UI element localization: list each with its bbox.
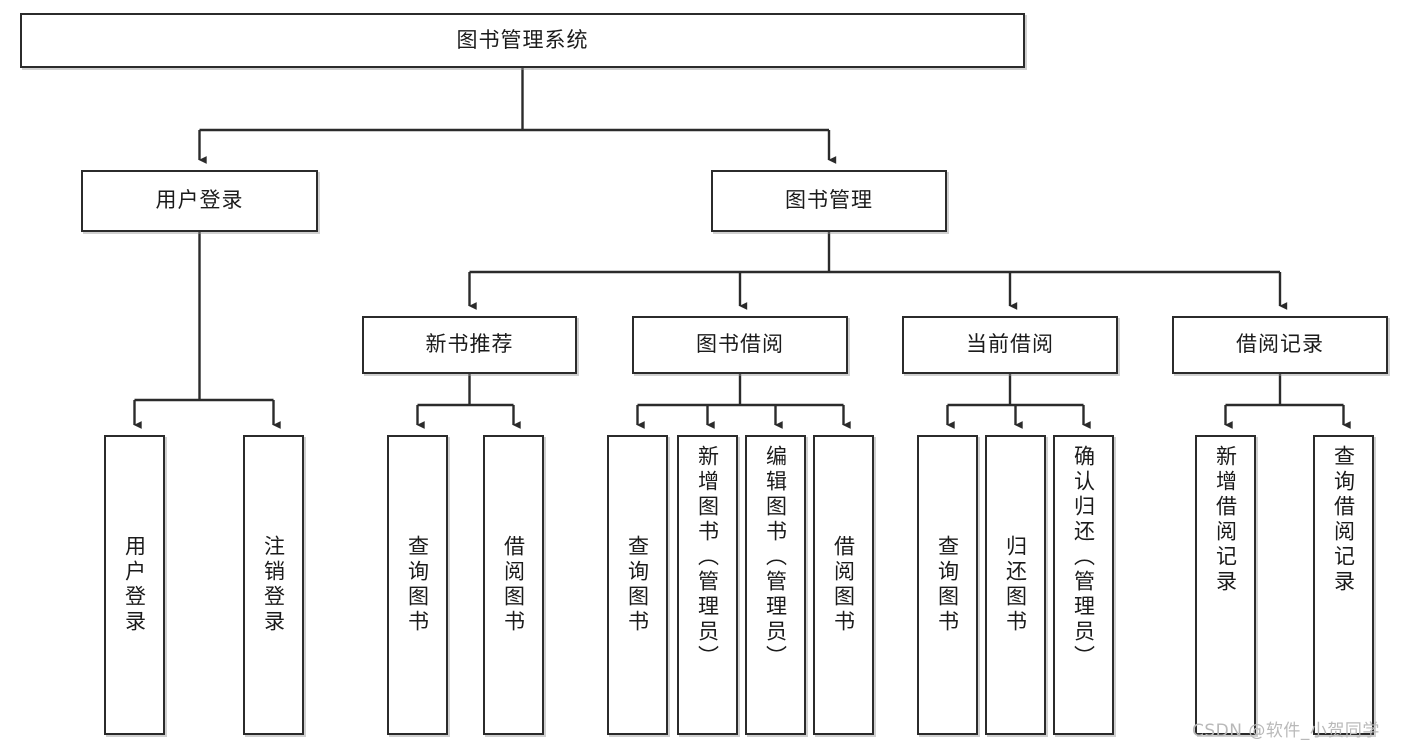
leaf-node-6-label: 编辑图书（管理员） bbox=[763, 445, 788, 670]
level3-node-2[interactable]: 当前借阅 bbox=[902, 316, 1118, 374]
leaf-node-1[interactable]: 注销登录 bbox=[243, 435, 304, 735]
root-node-图书管理系统-label: 图书管理系统 bbox=[456, 27, 589, 52]
leaf-node-9-label: 归还图书 bbox=[1003, 535, 1028, 635]
leaf-node-5-label: 新增图书（管理员） bbox=[695, 445, 720, 670]
level2-node-1[interactable]: 图书管理 bbox=[711, 170, 947, 232]
csdn-watermark: CSDN @软件_小贺同学 bbox=[1192, 721, 1380, 741]
level3-node-0-label: 新书推荐 bbox=[425, 332, 514, 357]
leaf-node-9[interactable]: 归还图书 bbox=[985, 435, 1046, 735]
leaf-node-0[interactable]: 用户登录 bbox=[104, 435, 165, 735]
leaf-node-8[interactable]: 查询图书 bbox=[917, 435, 978, 735]
root-node-图书管理系统[interactable]: 图书管理系统 bbox=[20, 13, 1025, 68]
leaf-node-0-label: 用户登录 bbox=[122, 535, 147, 635]
level3-node-1[interactable]: 图书借阅 bbox=[632, 316, 848, 374]
leaf-node-11-label: 新增借阅记录 bbox=[1213, 445, 1238, 595]
leaf-node-12[interactable]: 查询借阅记录 bbox=[1313, 435, 1374, 735]
level3-node-3[interactable]: 借阅记录 bbox=[1172, 316, 1388, 374]
leaf-node-3[interactable]: 借阅图书 bbox=[483, 435, 544, 735]
leaf-node-2-label: 查询图书 bbox=[405, 535, 430, 635]
leaf-node-10-label: 确认归还（管理员） bbox=[1071, 445, 1096, 670]
leaf-node-7[interactable]: 借阅图书 bbox=[813, 435, 874, 735]
leaf-node-1-label: 注销登录 bbox=[261, 535, 286, 635]
leaf-node-5[interactable]: 新增图书（管理员） bbox=[677, 435, 738, 735]
leaf-node-6[interactable]: 编辑图书（管理员） bbox=[745, 435, 806, 735]
level3-node-3-label: 借阅记录 bbox=[1236, 332, 1324, 357]
leaf-node-2[interactable]: 查询图书 bbox=[387, 435, 448, 735]
leaf-node-4[interactable]: 查询图书 bbox=[607, 435, 668, 735]
level2-node-0-label: 用户登录 bbox=[155, 188, 244, 213]
leaf-node-8-label: 查询图书 bbox=[935, 535, 960, 635]
level3-node-0[interactable]: 新书推荐 bbox=[362, 316, 577, 374]
leaf-node-4-label: 查询图书 bbox=[625, 535, 650, 635]
level2-node-1-label: 图书管理 bbox=[785, 188, 873, 213]
leaf-node-12-label: 查询借阅记录 bbox=[1331, 445, 1356, 595]
level3-node-2-label: 当前借阅 bbox=[966, 332, 1054, 357]
leaf-node-11[interactable]: 新增借阅记录 bbox=[1195, 435, 1256, 735]
level2-node-0[interactable]: 用户登录 bbox=[81, 170, 318, 232]
leaf-node-3-label: 借阅图书 bbox=[501, 535, 526, 635]
leaf-node-10[interactable]: 确认归还（管理员） bbox=[1053, 435, 1114, 735]
leaf-node-7-label: 借阅图书 bbox=[831, 535, 856, 635]
level3-node-1-label: 图书借阅 bbox=[696, 332, 784, 357]
